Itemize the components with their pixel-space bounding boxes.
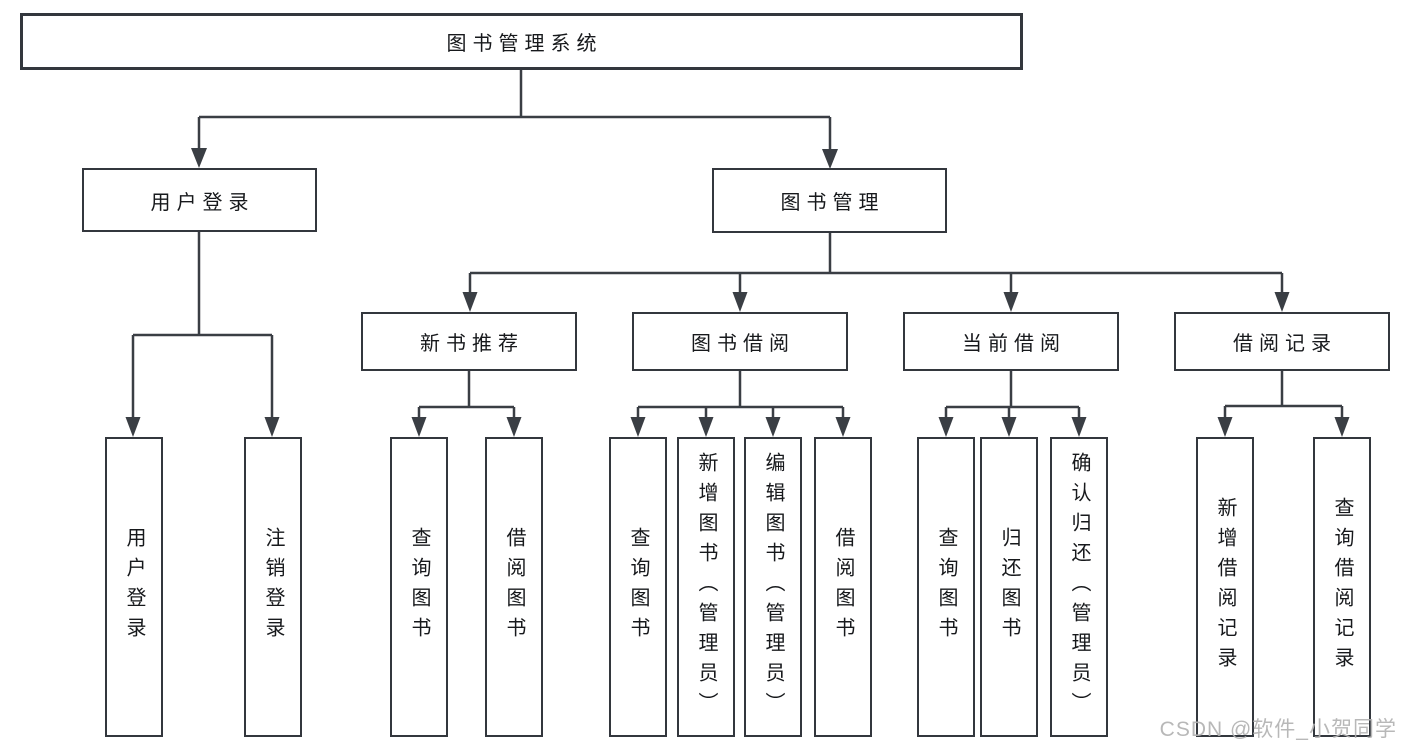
leaf-label: 借阅图书 — [832, 527, 854, 647]
leaf-label: 新增借阅记录 — [1214, 497, 1236, 677]
node-label: 用户登录 — [150, 191, 255, 214]
leaf-label: 归还图书 — [998, 527, 1020, 647]
leaf-label: 查询图书 — [627, 527, 649, 647]
node-borrowing-records: 借阅记录 — [1174, 312, 1390, 371]
node-label: 图书借阅 — [691, 333, 795, 355]
leaf-query-books-borrowing: 查询图书 — [609, 437, 667, 737]
node-new-book-recommendation: 新书推荐 — [361, 312, 577, 371]
node-book-management: 图书管理 — [712, 168, 947, 233]
leaf-add-borrow-record: 新增借阅记录 — [1196, 437, 1254, 737]
leaf-label: 编辑图书（管理员） — [762, 452, 784, 722]
leaf-label: 查询图书 — [408, 527, 430, 647]
leaf-label: 借阅图书 — [503, 527, 525, 647]
leaf-query-books-recommend: 查询图书 — [390, 437, 448, 737]
edges-current-borrowing — [938, 371, 1087, 437]
node-library-management-system: 图书管理系统 — [20, 13, 1023, 70]
leaf-label: 查询借阅记录 — [1331, 497, 1353, 677]
leaf-label: 新增图书（管理员） — [695, 452, 717, 722]
leaf-edit-book-admin: 编辑图书（管理员） — [744, 437, 802, 737]
csdn-watermark: CSDN @软件_小贺同学 — [1159, 718, 1397, 741]
leaf-query-borrow-record: 查询借阅记录 — [1313, 437, 1371, 737]
edges-root — [191, 70, 838, 169]
node-label: 当前借阅 — [962, 333, 1066, 355]
leaf-borrow-books-recommend: 借阅图书 — [485, 437, 543, 737]
edges-book-borrowing — [630, 371, 851, 437]
leaf-label: 确认归还（管理员） — [1068, 452, 1090, 722]
leaf-borrow-books-borrowing: 借阅图书 — [814, 437, 872, 737]
node-label: 新书推荐 — [420, 333, 524, 355]
leaf-label: 注销登录 — [262, 527, 284, 647]
leaf-label: 用户登录 — [123, 527, 145, 647]
leaf-logout: 注销登录 — [244, 437, 302, 737]
leaf-label: 查询图书 — [935, 527, 957, 647]
leaf-query-books-current: 查询图书 — [917, 437, 975, 737]
leaf-add-book-admin: 新增图书（管理员） — [677, 437, 735, 737]
leaf-user-login: 用户登录 — [105, 437, 163, 737]
node-book-borrowing: 图书借阅 — [632, 312, 848, 371]
edges-borrowing-records — [1217, 371, 1350, 437]
leaf-return-books: 归还图书 — [980, 437, 1038, 737]
edges-book-management — [462, 233, 1290, 312]
node-user-login: 用户登录 — [82, 168, 317, 232]
edges-user-login — [125, 232, 280, 437]
node-current-borrowing: 当前借阅 — [903, 312, 1119, 371]
node-label: 借阅记录 — [1233, 333, 1337, 355]
edges-new-book-recommendation — [411, 371, 522, 437]
node-label: 图书管理 — [780, 192, 885, 214]
leaf-confirm-return-admin: 确认归还（管理员） — [1050, 437, 1108, 737]
node-label: 图书管理系统 — [446, 33, 603, 55]
